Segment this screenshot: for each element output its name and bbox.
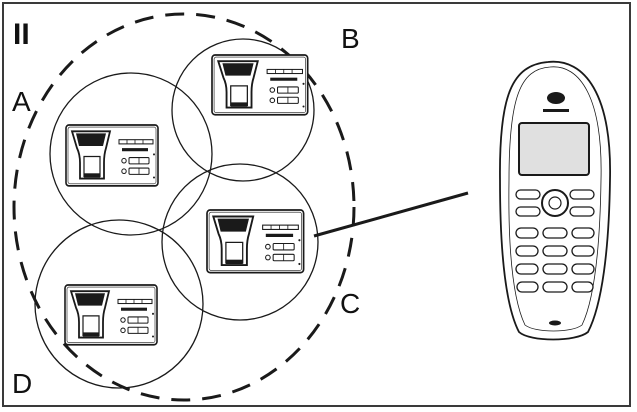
coverage-zone-b xyxy=(171,38,315,182)
connection-line xyxy=(313,191,469,238)
coverage-zone-c xyxy=(161,163,319,321)
base-station-d xyxy=(64,284,158,346)
microphone-icon xyxy=(549,320,561,326)
overall-coverage-boundary xyxy=(12,12,356,402)
label-c: C xyxy=(340,288,360,319)
coverage-zone-a xyxy=(49,72,213,236)
label-d: D xyxy=(12,368,32,399)
keypad xyxy=(515,227,595,293)
coverage-zone-d xyxy=(34,219,204,389)
handset-screen xyxy=(518,122,590,176)
figure-label: II xyxy=(13,18,30,51)
handset xyxy=(499,60,611,341)
earpiece-icon xyxy=(547,92,565,104)
label-b: B xyxy=(341,23,360,54)
base-station-a xyxy=(65,124,159,187)
label-a: A xyxy=(12,86,31,117)
base-station-c xyxy=(206,209,305,274)
base-station-b xyxy=(211,54,309,116)
